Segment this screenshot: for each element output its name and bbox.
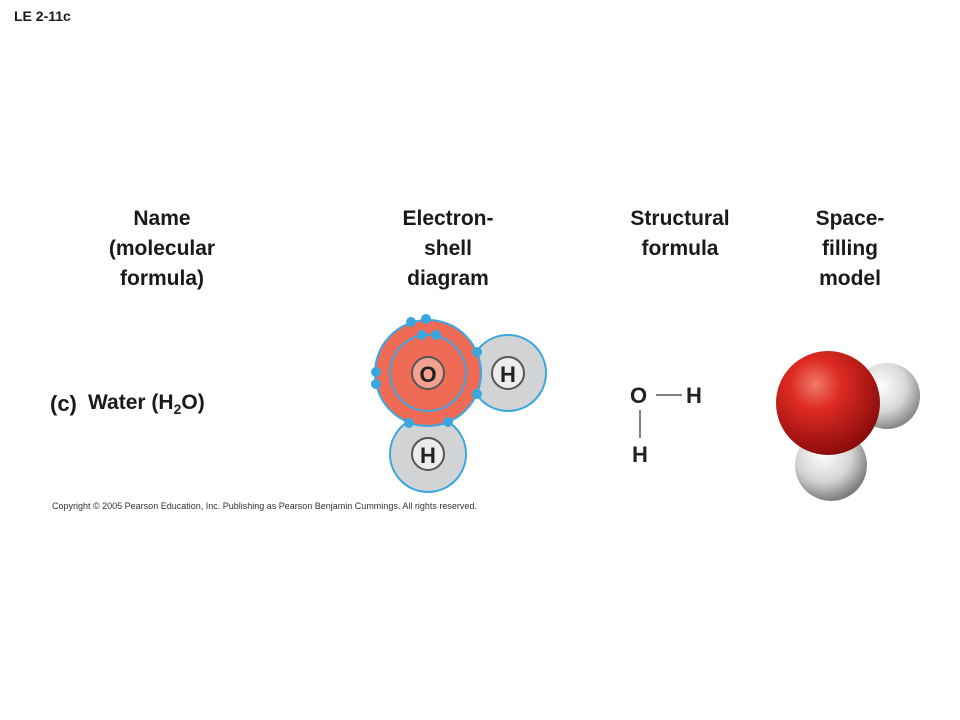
electron: [417, 330, 427, 340]
electron: [421, 314, 431, 324]
header-electron-line-3: diagram: [407, 267, 489, 290]
electron: [371, 367, 381, 377]
header-structural-line-2: formula: [641, 237, 719, 260]
structural-oxygen: O: [630, 383, 647, 408]
header-name-line-2: (molecular: [108, 237, 216, 260]
hydrogen-bottom-nucleus: [411, 437, 445, 471]
header-space-line-2: filling: [822, 237, 878, 260]
header-name-line-3: formula): [120, 267, 204, 290]
electron: [404, 418, 414, 428]
electron: [472, 347, 482, 357]
header-structural: Structural formula: [610, 204, 750, 264]
space-filling-model: [776, 351, 920, 501]
header-electron-shell: Electron- shell diagram: [378, 204, 518, 294]
header-name: Name (molecular formula): [80, 204, 244, 294]
molecule-name-subscript: 2: [173, 401, 182, 418]
electron-shell-diagram: O H H: [371, 314, 547, 493]
header-name-line-1: Name: [133, 207, 191, 230]
space-oxygen: [776, 351, 880, 455]
slide-label: LE 2-11c: [14, 8, 71, 24]
electron: [406, 317, 416, 327]
electron: [472, 389, 482, 399]
header-electron-line-1: Electron-: [402, 207, 494, 230]
header-electron-line-2: shell: [424, 237, 472, 260]
header-structural-line-1: Structural: [630, 207, 730, 230]
structural-hydrogen-bottom: H: [632, 442, 648, 467]
structural-formula: O H H: [630, 383, 702, 467]
hydrogen-bottom-symbol: H: [420, 443, 436, 468]
hydrogen-right-symbol: H: [500, 362, 516, 387]
hydrogen-right-nucleus: [491, 356, 525, 390]
electrons: [371, 314, 482, 428]
electron: [443, 417, 453, 427]
oxygen-inner-shell: [389, 334, 467, 412]
oxygen-symbol: O: [419, 362, 436, 387]
molecule-name-prefix: Water (H: [88, 391, 174, 414]
header-space-line-1: Space-: [815, 207, 885, 230]
header-space-filling: Space- filling model: [790, 204, 910, 294]
part-label: (c): [50, 391, 77, 416]
molecule-name-suffix: O): [181, 391, 205, 414]
molecule-name: Water (H2O): [88, 391, 205, 417]
electron: [371, 379, 381, 389]
electron: [431, 330, 441, 340]
oxygen-nucleus: [411, 356, 445, 390]
header-space-line-3: model: [819, 267, 881, 290]
copyright-notice: Copyright © 2005 Pearson Education, Inc.…: [52, 501, 477, 511]
structural-hydrogen-right: H: [686, 383, 702, 408]
